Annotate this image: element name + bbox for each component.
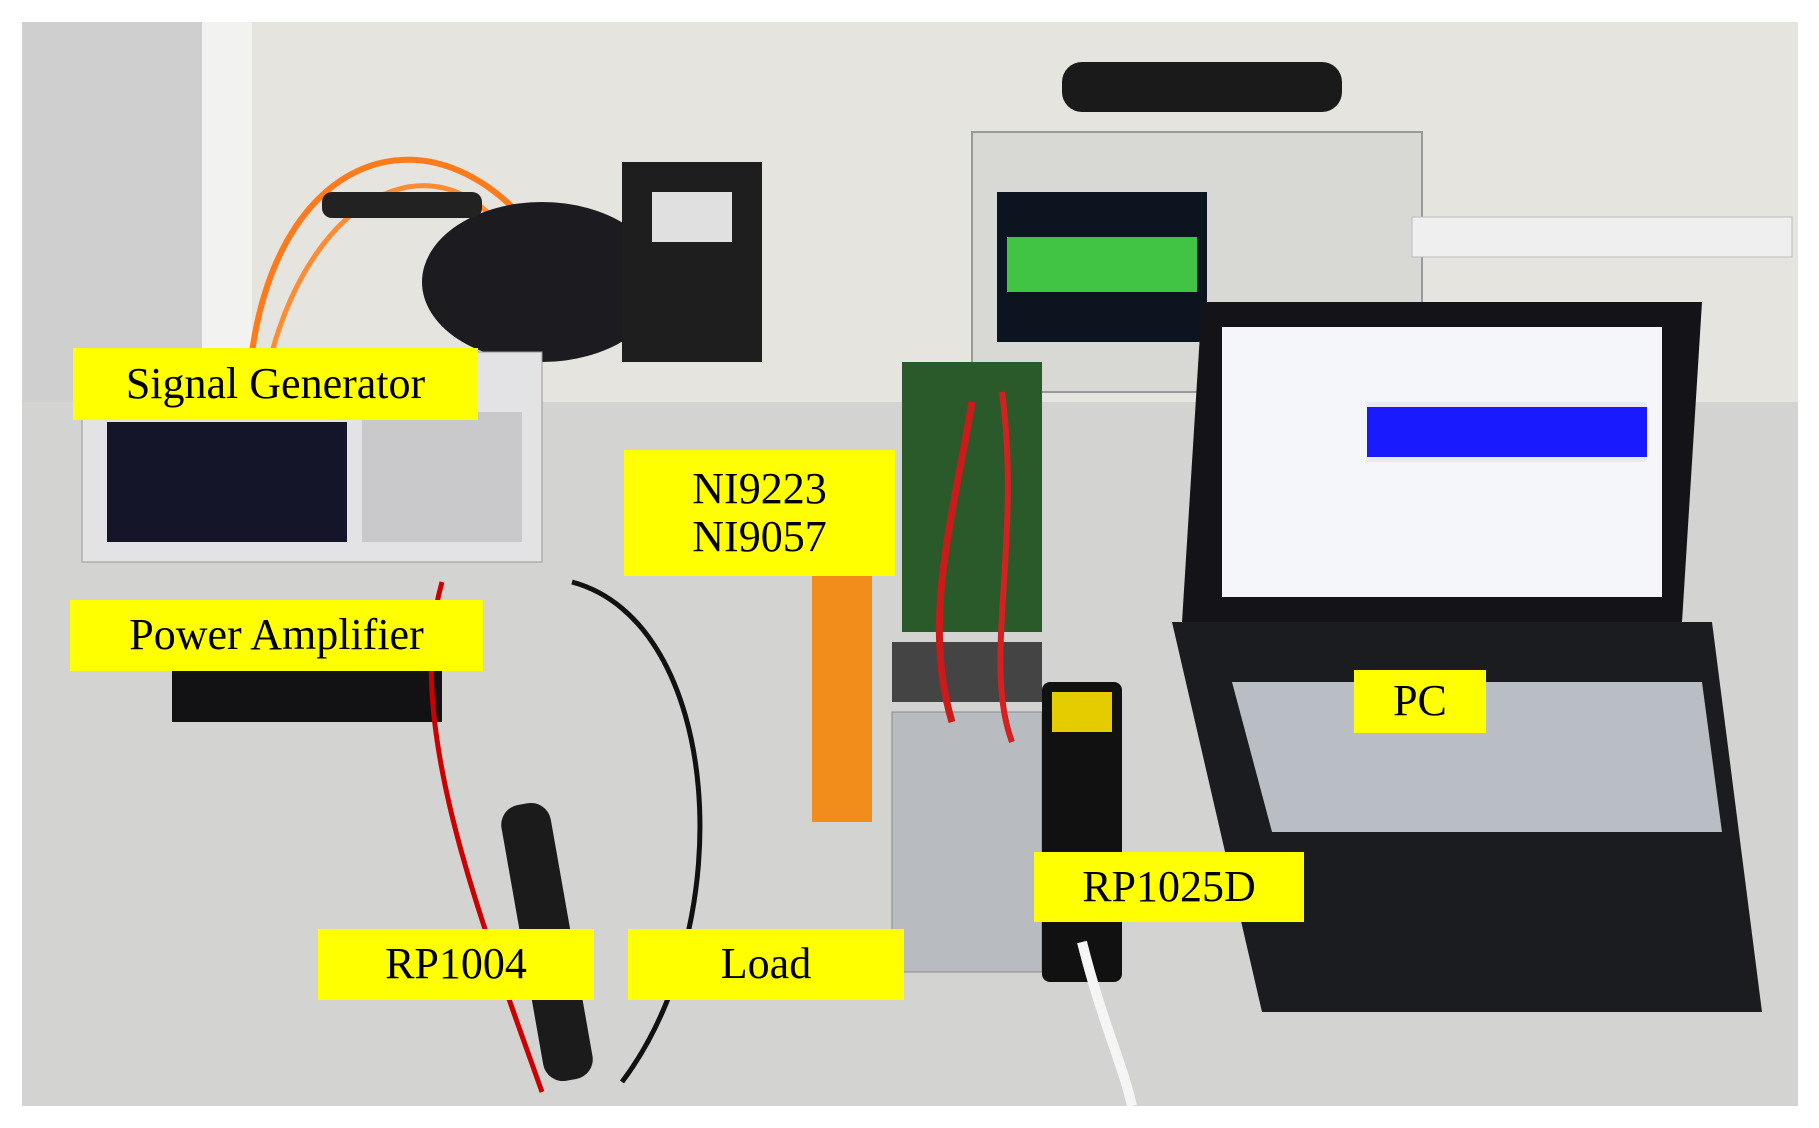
oscilloscope-trace	[1007, 237, 1197, 292]
label-rp1004: RP1004	[318, 929, 594, 1000]
black-cable	[571, 579, 703, 1084]
black-bag	[422, 202, 662, 362]
orange-power-supply	[812, 572, 872, 822]
probe	[322, 192, 482, 218]
ni-terminal	[892, 642, 1042, 702]
laptop-screen	[1222, 327, 1662, 597]
label-signal-generator: Signal Generator	[73, 348, 478, 420]
scene-illustration	[22, 22, 1798, 1106]
label-pc: PC	[1354, 670, 1486, 733]
label-load: Load	[628, 929, 904, 1000]
rp1025d-tag	[1052, 692, 1112, 732]
red-cable-2	[997, 391, 1015, 744]
red-cable	[935, 401, 976, 724]
ni-chassis	[891, 711, 1043, 973]
white-cable	[1077, 940, 1137, 1106]
label-ni9057: NI9057	[692, 512, 827, 561]
probe-on-scope	[1062, 62, 1342, 112]
transformer-label	[652, 192, 732, 242]
laptop-signal	[1367, 407, 1647, 457]
label-ni9223: NI9223	[692, 463, 827, 513]
orange-cable	[249, 156, 545, 353]
label-power-amplifier: Power Amplifier	[70, 600, 483, 671]
signal-generator-screen	[107, 422, 347, 542]
signal-generator-keypad	[362, 412, 522, 542]
label-rp1025d: RP1025D	[1034, 852, 1304, 922]
label-ni-modules: NI9223 NI9057	[624, 450, 895, 576]
power-strip	[1411, 216, 1793, 258]
lab-setup-photo: Signal Generator NI9223 NI9057 Power Amp…	[22, 22, 1798, 1106]
